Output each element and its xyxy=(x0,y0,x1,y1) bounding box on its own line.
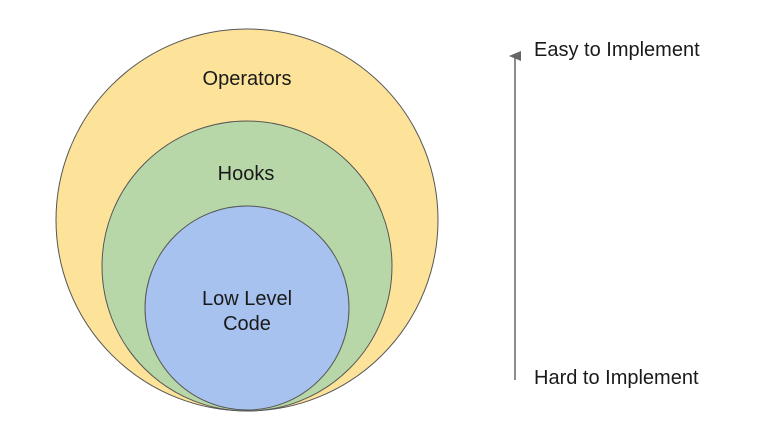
easy-to-implement-label: Easy to Implement xyxy=(534,39,700,61)
low-level-label-line2: Code xyxy=(223,313,271,335)
low-level-label-line1: Low Level xyxy=(202,288,292,310)
operators-label: Operators xyxy=(203,68,292,90)
hooks-label: Hooks xyxy=(218,163,275,185)
hard-to-implement-label: Hard to Implement xyxy=(534,367,699,389)
inner-circle-low-level-code xyxy=(144,205,350,411)
